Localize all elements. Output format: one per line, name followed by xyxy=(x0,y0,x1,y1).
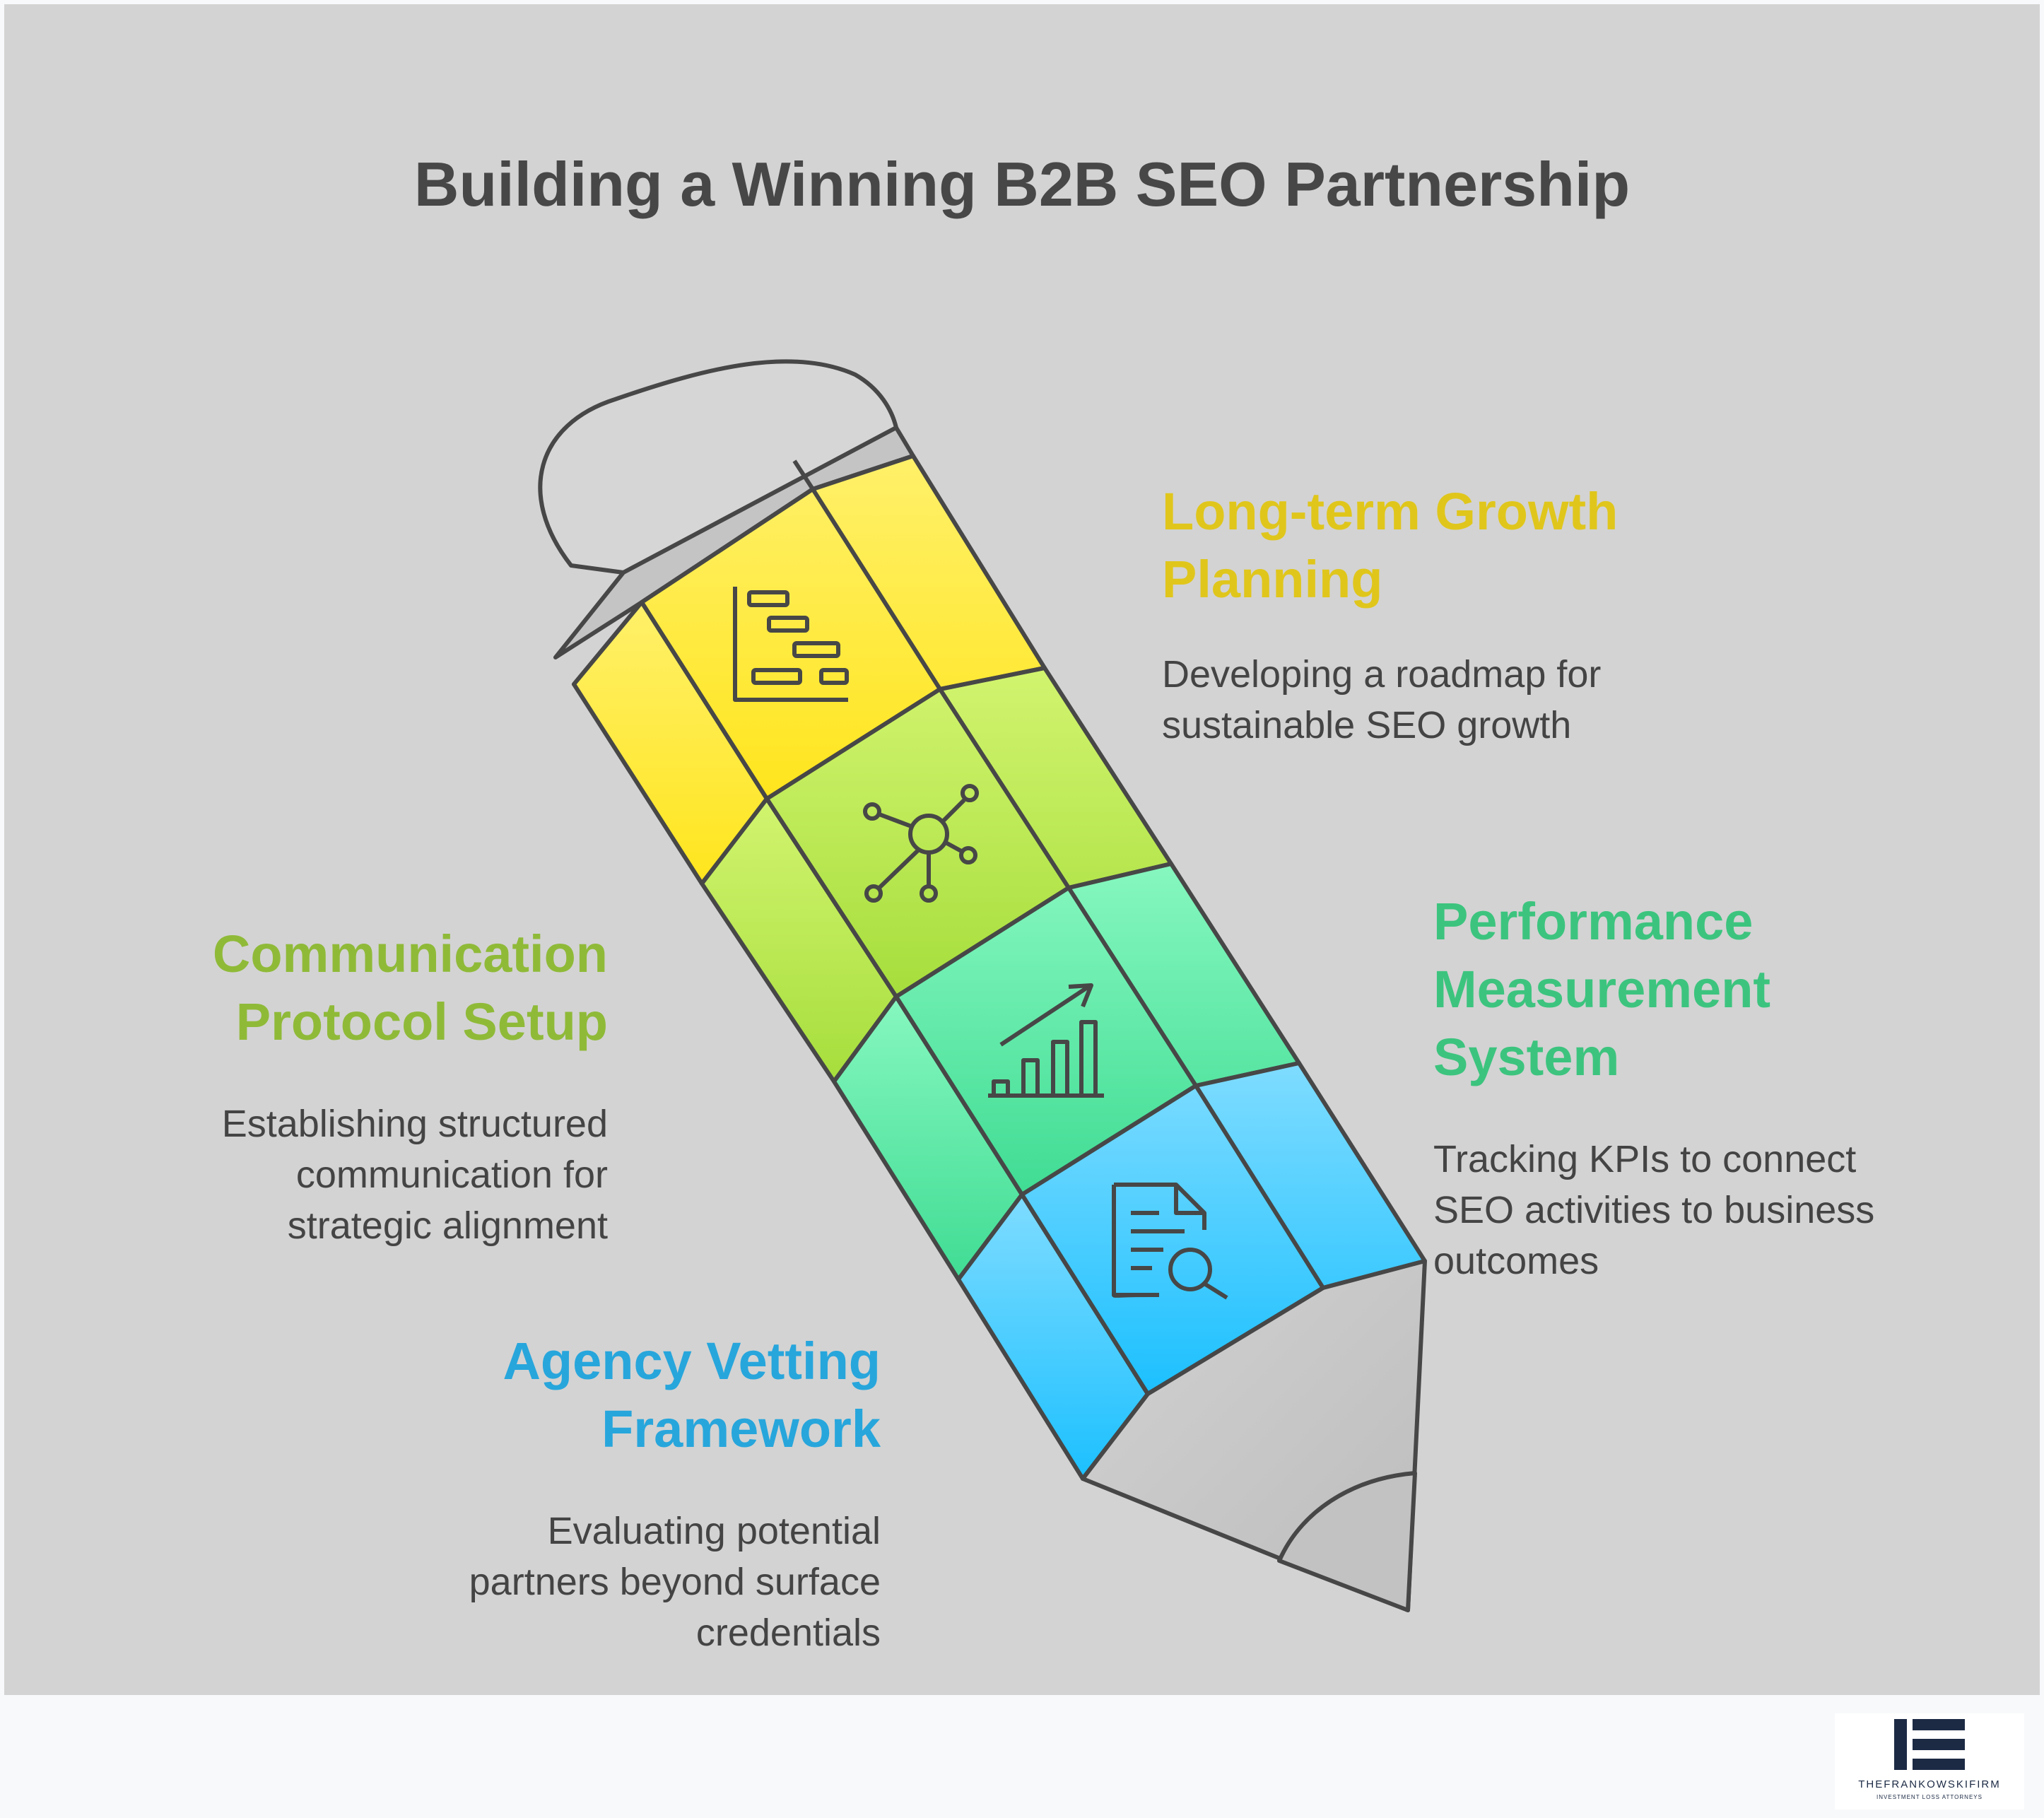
band-performance-divider xyxy=(1067,886,1198,1087)
communication-description: Establishing structured communication fo… xyxy=(221,1103,608,1247)
growth-bar-chart-icon xyxy=(988,983,1104,1098)
band-vetting-divider xyxy=(1194,1084,1325,1289)
band-communication-divider xyxy=(938,688,1071,889)
performance-description: Tracking KPIs to connect SEO activities … xyxy=(1433,1138,1875,1282)
growth-heading: Long-term Growth Planning xyxy=(1162,482,1619,609)
gantt-chart-icon xyxy=(733,587,849,702)
pencil-eraser xyxy=(538,359,898,575)
firm-name: THEFRANKOWSKIFIRM xyxy=(1858,1778,2001,1790)
firm-logo: THEFRANKOWSKIFIRM INVESTMENT LOSS ATTORN… xyxy=(1835,1713,2024,1810)
ferrule-divider xyxy=(792,459,815,491)
band-growth-divider xyxy=(811,488,942,691)
firm-monogram-icon xyxy=(1894,1719,1965,1770)
document-search-icon xyxy=(1112,1183,1228,1300)
firm-tagline: INVESTMENT LOSS ATTORNEYS xyxy=(1876,1794,1983,1800)
network-hub-icon xyxy=(863,784,979,903)
pencil-lead xyxy=(1277,1471,1417,1612)
growth-description: Developing a roadmap for sustainable SEO… xyxy=(1162,653,1602,746)
vetting-description: Evaluating potential partners beyond sur… xyxy=(469,1510,881,1654)
performance-heading: Performance Measurement System xyxy=(1433,892,1771,1086)
communication-heading: Communication Protocol Setup xyxy=(212,925,608,1051)
page-title: Building a Winning B2B SEO Partnership xyxy=(413,149,1631,219)
vetting-heading: Agency Vetting Framework xyxy=(503,1332,881,1458)
